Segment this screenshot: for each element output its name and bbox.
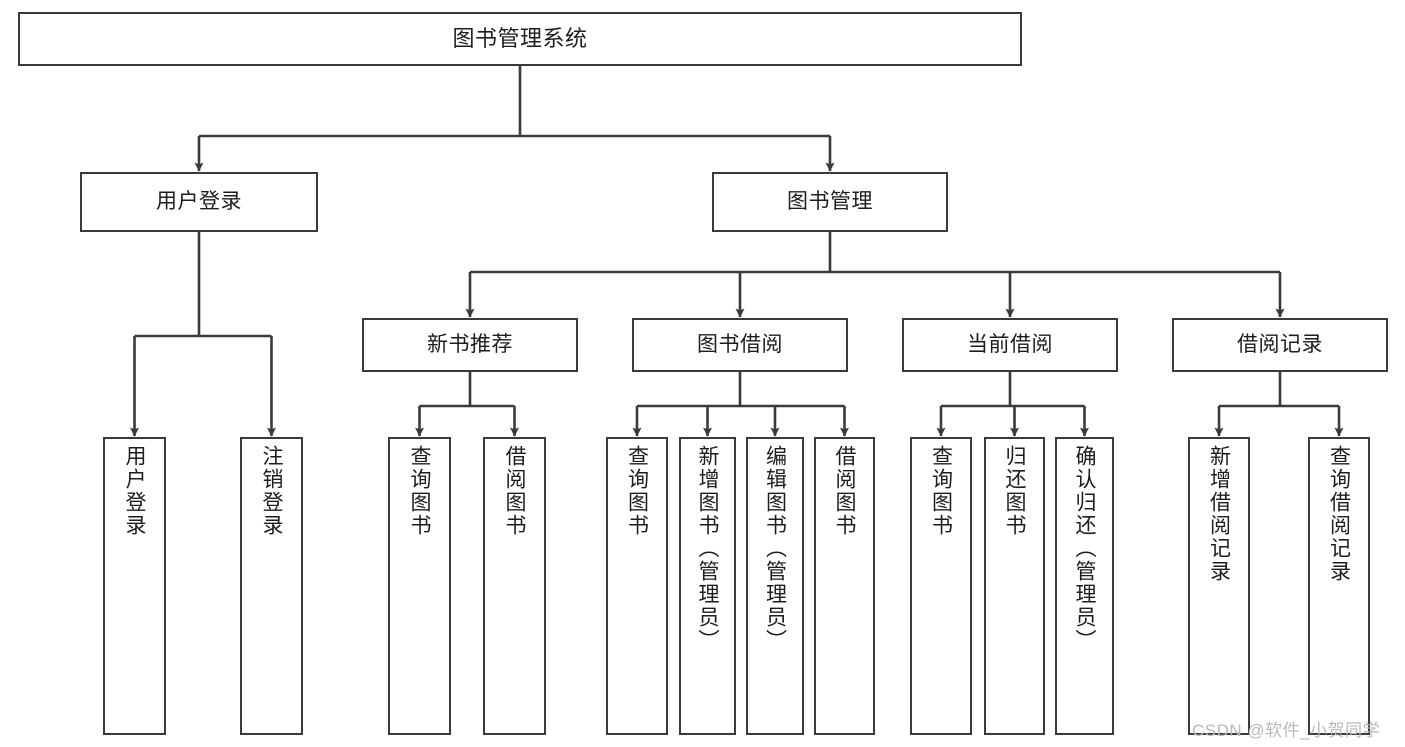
node-leaf-borrow-book-1[interactable]: 借阅图书: [483, 437, 546, 735]
node-label: 图书管理: [787, 189, 873, 213]
node-leaf-user-login[interactable]: 用户登录: [103, 437, 166, 735]
node-leaf-query-record[interactable]: 查询借阅记录: [1308, 437, 1370, 735]
node-leaf-query-book-2[interactable]: 查询图书: [606, 437, 668, 735]
node-label: 注销登录: [260, 445, 283, 537]
node-label: 借阅记录: [1237, 332, 1323, 356]
node-label: 归还图书: [1003, 445, 1026, 537]
node-book-manage[interactable]: 图书管理: [712, 172, 948, 232]
node-root[interactable]: 图书管理系统: [18, 12, 1022, 66]
node-leaf-edit-book[interactable]: 编辑图书（管理员）: [746, 437, 804, 735]
node-leaf-return-book[interactable]: 归还图书: [984, 437, 1045, 735]
node-label: 新增借阅记录: [1207, 445, 1231, 583]
node-leaf-add-book[interactable]: 新增图书（管理员）: [679, 437, 736, 735]
node-leaf-borrow-book-2[interactable]: 借阅图书: [814, 437, 875, 735]
node-label: 当前借阅: [967, 332, 1053, 356]
node-leaf-query-book-3[interactable]: 查询图书: [910, 437, 972, 735]
node-leaf-confirm-return[interactable]: 确认归还（管理员）: [1055, 437, 1114, 735]
node-label: 新书推荐: [427, 332, 513, 356]
node-book-borrow[interactable]: 图书借阅: [632, 318, 848, 372]
node-label: 用户登录: [156, 189, 242, 213]
node-current-borrow[interactable]: 当前借阅: [902, 318, 1118, 372]
node-label: 用户登录: [123, 445, 146, 537]
node-label: 借阅图书: [833, 445, 856, 537]
node-label: 图书借阅: [697, 332, 783, 356]
node-label: 编辑图书（管理员）: [763, 445, 787, 652]
edge-group: [130, 66, 1344, 437]
node-leaf-add-record[interactable]: 新增借阅记录: [1188, 437, 1250, 735]
node-user-login[interactable]: 用户登录: [80, 172, 318, 232]
node-label: 借阅图书: [503, 445, 526, 537]
node-label: 新增图书（管理员）: [696, 445, 719, 652]
node-label: 确认归还（管理员）: [1073, 445, 1096, 652]
node-label: 图书管理系统: [452, 26, 588, 52]
node-label: 查询图书: [929, 445, 953, 537]
node-label: 查询借阅记录: [1327, 445, 1351, 583]
node-borrow-record[interactable]: 借阅记录: [1172, 318, 1388, 372]
node-leaf-logout[interactable]: 注销登录: [240, 437, 303, 735]
node-label: 查询图书: [408, 445, 431, 537]
node-new-book-rec[interactable]: 新书推荐: [362, 318, 578, 372]
node-leaf-query-book-1[interactable]: 查询图书: [388, 437, 451, 735]
watermark-label: CSDN @软件_小贺同学: [1192, 721, 1381, 740]
node-label: 查询图书: [625, 445, 649, 537]
